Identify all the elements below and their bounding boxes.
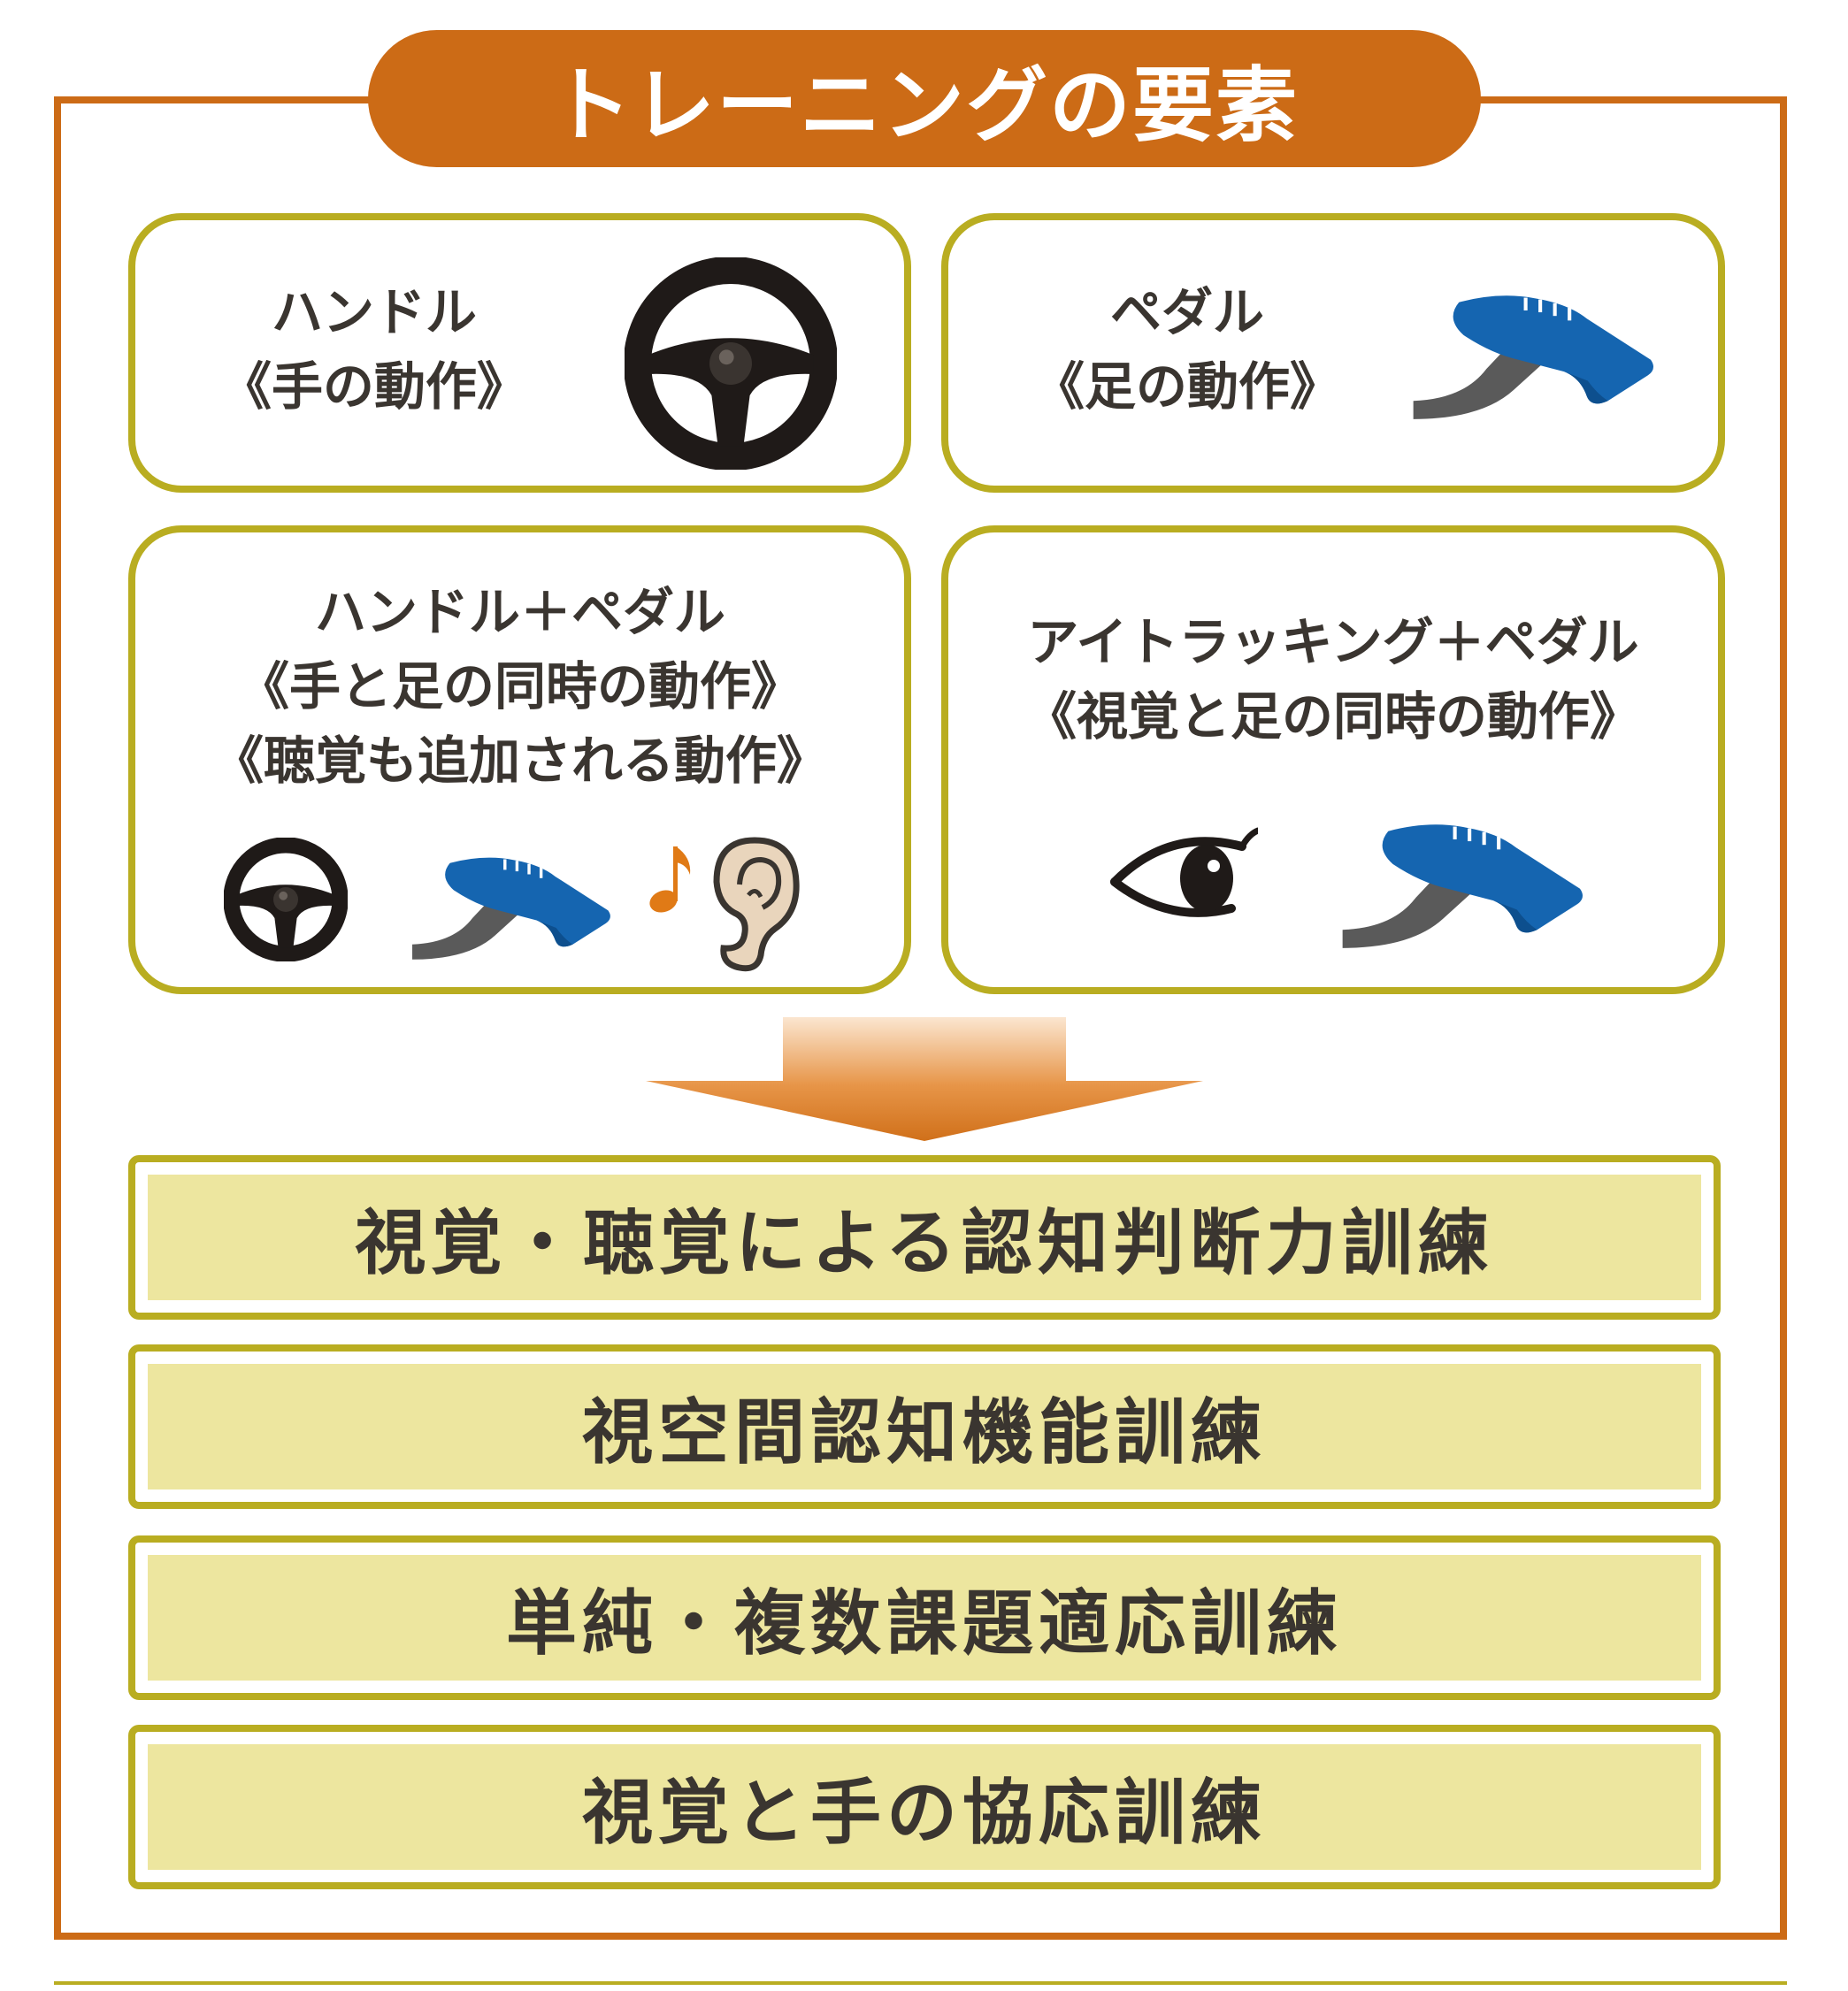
- shoe-pedal-icon: [1408, 282, 1665, 424]
- card-title: ハンドル: [271, 282, 477, 342]
- training-bar: 単純・複数課題適応訓練: [128, 1535, 1721, 1700]
- card-title: アイトラッキング＋ペダル: [1027, 612, 1639, 672]
- ear-icon: [713, 837, 800, 972]
- training-label: 視空間認知機能訓練: [148, 1364, 1701, 1489]
- training-bar: 視覚・聴覚による認知判断力訓練: [128, 1155, 1721, 1320]
- card-handle: ハンドル 《手の動作》: [128, 213, 911, 493]
- card-subtitle: 《視覚と足の同時の動作》: [1024, 686, 1641, 747]
- training-label: 視覚と手の協応訓練: [148, 1744, 1701, 1870]
- shoe-pedal-icon: [410, 855, 612, 961]
- card-eyetracking-pedal: アイトラッキング＋ペダル 《視覚と足の同時の動作》: [941, 525, 1725, 994]
- page-title: トレーニングの要素: [368, 30, 1481, 167]
- eye-icon: [1110, 827, 1258, 917]
- music-note-icon: [649, 846, 691, 913]
- training-label: 単純・複数課題適応訓練: [148, 1555, 1701, 1681]
- card-subtitle: 《足の動作》: [1032, 356, 1341, 417]
- card-title: ペダル: [1109, 282, 1264, 342]
- card-pedal: ペダル 《足の動作》: [941, 213, 1725, 493]
- training-label: 視覚・聴覚による認知判断力訓練: [148, 1175, 1701, 1300]
- training-bar: 視空間認知機能訓練: [128, 1344, 1721, 1509]
- bottom-divider: [54, 1981, 1787, 1985]
- card-subtitle-2: 《聴覚も追加される動作》: [211, 731, 828, 791]
- down-arrow-icon: [646, 1017, 1203, 1141]
- steering-wheel-icon: [224, 838, 348, 961]
- steering-wheel-icon: [625, 257, 837, 470]
- card-title: ハンドル＋ペダル: [314, 582, 725, 642]
- card-handle-pedal: ハンドル＋ペダル 《手と足の同時の動作》 《聴覚も追加される動作》: [128, 525, 911, 994]
- shoe-pedal-icon: [1338, 811, 1594, 953]
- training-bar: 視覚と手の協応訓練: [128, 1725, 1721, 1889]
- card-subtitle: 《手と足の同時の動作》: [237, 656, 802, 716]
- card-subtitle: 《手の動作》: [219, 356, 528, 417]
